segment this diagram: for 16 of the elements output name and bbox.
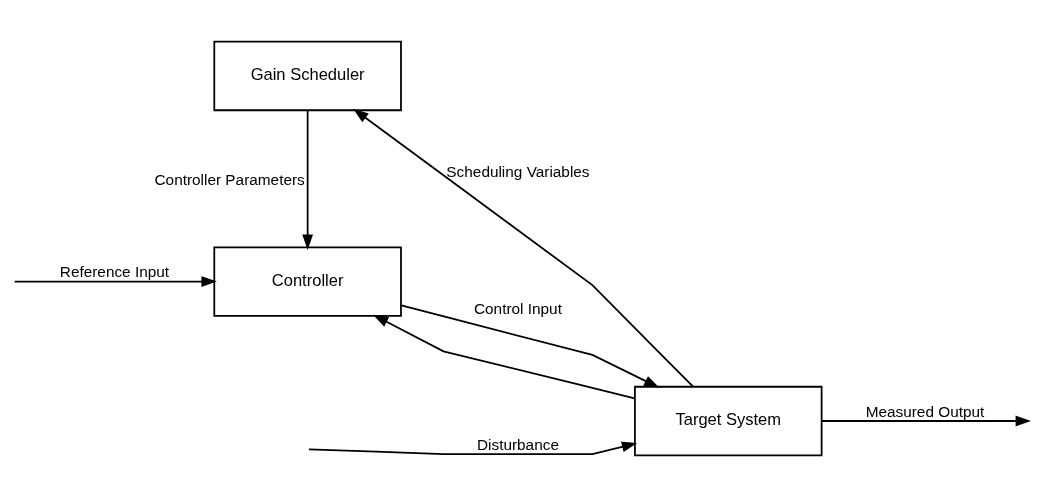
edge-label: Controller Parameters: [154, 170, 305, 188]
node-box: Target System: [634, 385, 823, 456]
node-box: Gain Scheduler: [213, 40, 402, 111]
node-box: Controller: [213, 245, 402, 317]
edge-label: Scheduling Variables: [446, 162, 590, 180]
edge-label: Disturbance: [476, 435, 559, 453]
arrow: [13, 275, 217, 287]
arrow: [302, 108, 313, 250]
edge-label: Reference Input: [59, 262, 170, 280]
arrow: [400, 304, 660, 388]
edge-label: Control Input: [473, 299, 562, 317]
arrow: [353, 108, 694, 388]
arrow: [373, 314, 636, 399]
edge-label: Measured Output: [865, 402, 985, 420]
arrow: [308, 441, 638, 455]
arrow: [821, 415, 1031, 426]
